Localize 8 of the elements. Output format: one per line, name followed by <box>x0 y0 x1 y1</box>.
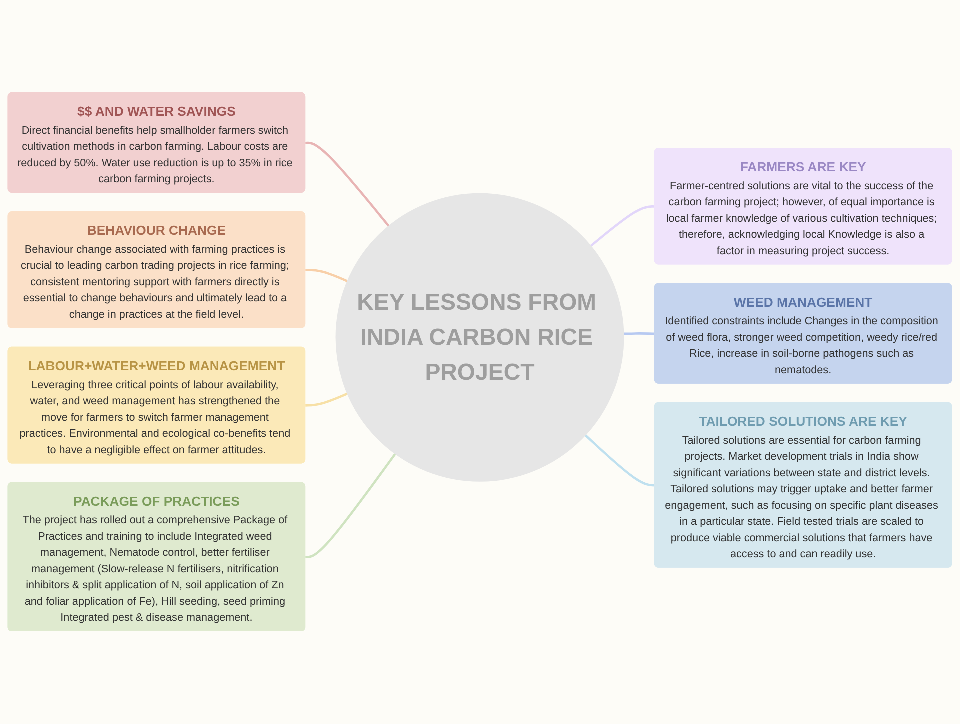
connector <box>306 269 348 282</box>
connector <box>306 142 390 227</box>
connector <box>590 206 656 248</box>
connector <box>584 434 656 487</box>
connector <box>306 392 348 407</box>
node-circle <box>336 193 624 482</box>
connector <box>624 332 656 336</box>
connector <box>306 453 396 558</box>
